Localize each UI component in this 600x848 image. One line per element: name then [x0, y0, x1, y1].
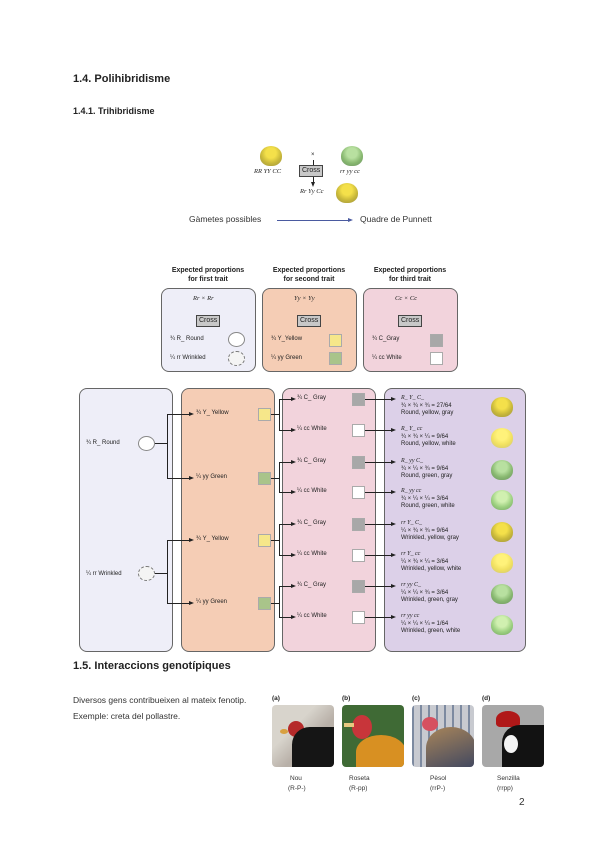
green-swatch — [329, 352, 342, 365]
parent1-genotype: RR YY CC — [254, 168, 282, 175]
expected-panel-first: Rr × Rr Cross ¾ R_ Round ¼ rr Wrinkled — [161, 288, 256, 372]
result-item: R_ yy C_ ¾ × ¼ × ¾ = 9/64 Round, green, … — [401, 458, 453, 479]
expected-title-first: Expected proportions for first trait — [171, 267, 245, 283]
cabbage-result-icon — [491, 397, 513, 417]
gray-swatch — [352, 456, 365, 469]
cabbage-result-icon — [491, 428, 513, 448]
branch-third-item: ¾ C_ Gray — [297, 520, 327, 526]
cabbage-result-icon — [491, 584, 513, 604]
result-item: rr yy C_ ¼ × ¼ × ¾ = 3/64 Wrinkled, gree… — [401, 582, 458, 603]
gray-swatch — [352, 393, 365, 406]
branch-second-item: ¾ Y_ Yellow — [196, 536, 229, 542]
chicken-b-label: (b) — [342, 695, 351, 702]
green-swatch — [258, 597, 271, 610]
white-swatch — [352, 486, 365, 499]
chicken-c-label: (c) — [412, 695, 420, 702]
wrinkled-pea-icon — [228, 351, 245, 366]
cabbage-result-icon — [491, 615, 513, 635]
punnett-label: Quadre de Punnett — [360, 214, 432, 224]
yellow-swatch — [258, 534, 271, 547]
chicken-photo-senzilla — [482, 705, 544, 767]
yellow-swatch — [258, 408, 271, 421]
parent2-genotype: rr yy cc — [340, 168, 360, 175]
wrinkled-pea-icon — [138, 566, 155, 581]
expected-title-third: Expected proportions for third trait — [373, 267, 447, 283]
cross-symbol: × — [311, 152, 315, 158]
white-swatch — [352, 424, 365, 437]
white-swatch — [352, 549, 365, 562]
chicken-photo-roseta — [342, 705, 404, 767]
body-paragraph: Diversos gens contribueixen al mateix fe… — [73, 695, 247, 721]
chicken-photo-nou — [272, 705, 334, 767]
branch-third-item: ¼ cc White — [297, 426, 327, 432]
yellow-swatch — [329, 334, 342, 347]
cabbage-yellow-icon — [260, 146, 282, 166]
cabbage-result-icon — [491, 460, 513, 480]
expected-panel-third: Cc × Cc Cross ¾ C_Gray ¼ cc White — [363, 288, 458, 372]
branch-second-item: ¼ yy Green — [196, 599, 228, 605]
chicken-d-label: (d) — [482, 695, 491, 702]
branch-third-item: ¼ cc White — [297, 613, 327, 619]
branch-panel-second — [181, 388, 275, 652]
heading-trihibridisme: 1.4.1. Trihibridisme — [73, 106, 155, 116]
result-item: R_ Y_ cc ¾ × ¾ × ¼ = 9/64 Round, yellow,… — [401, 426, 456, 447]
result-item: R_ Y_ C_ ¾ × ¾ × ¾ = 27/64 Round, yellow… — [401, 395, 454, 416]
result-item: rr Y_ C_ ¼ × ¾ × ¾ = 9/64 Wrinkled, yell… — [401, 520, 459, 541]
branch-third-item: ¾ C_ Gray — [297, 395, 327, 401]
page-number: 2 — [519, 797, 525, 808]
gametes-label: Gàmetes possibles — [189, 214, 262, 224]
white-swatch — [352, 611, 365, 624]
branch-second-item: ¼ yy Green — [196, 474, 228, 480]
round-pea-icon — [228, 332, 245, 347]
cabbage-result-icon — [491, 553, 513, 573]
heading-polihibridisme: 1.4. Polihibridisme — [73, 73, 171, 85]
white-swatch — [430, 352, 443, 365]
cabbage-result-icon — [491, 522, 513, 542]
branch-first-round: ¾ R_ Round — [86, 440, 120, 446]
gray-swatch — [430, 334, 443, 347]
cabbage-yellow-icon — [336, 183, 358, 203]
branch-third-item: ¼ cc White — [297, 551, 327, 557]
gray-swatch — [352, 518, 365, 531]
expected-title-second: Expected proportions for second trait — [272, 267, 346, 283]
gray-swatch — [352, 580, 365, 593]
branch-panel-first — [79, 388, 173, 652]
chicken-photo-pesol — [412, 705, 474, 767]
branch-first-wrinkled: ¼ rr Wrinkled — [86, 571, 122, 577]
cabbage-result-icon — [491, 490, 513, 510]
result-item: rr yy cc ¼ × ¼ × ¼ = 1/64 Wrinkled, gree… — [401, 613, 461, 634]
result-item: rr Y_ cc ¼ × ¾ × ¼ = 3/64 Wrinkled, yell… — [401, 551, 462, 572]
round-pea-icon — [138, 436, 155, 451]
green-swatch — [258, 472, 271, 485]
result-item: R_ yy cc ¾ × ¼ × ¼ = 3/64 Round, green, … — [401, 488, 455, 509]
cabbage-green-icon — [341, 146, 363, 166]
branch-third-item: ¾ C_ Gray — [297, 458, 327, 464]
chicken-a-label: (a) — [272, 695, 280, 702]
branch-third-item: ¾ C_ Gray — [297, 582, 327, 588]
branch-third-item: ¼ cc White — [297, 488, 327, 494]
branch-second-item: ¾ Y_ Yellow — [196, 410, 229, 416]
heading-interaccions: 1.5. Interaccions genotípiques — [73, 660, 231, 672]
offspring-genotype: Rr Yy Cc — [300, 188, 324, 195]
cross-box: Cross — [299, 165, 324, 177]
expected-panel-second: Yy × Yy Cross ¾ Y_Yellow ¼ yy Green — [262, 288, 357, 372]
